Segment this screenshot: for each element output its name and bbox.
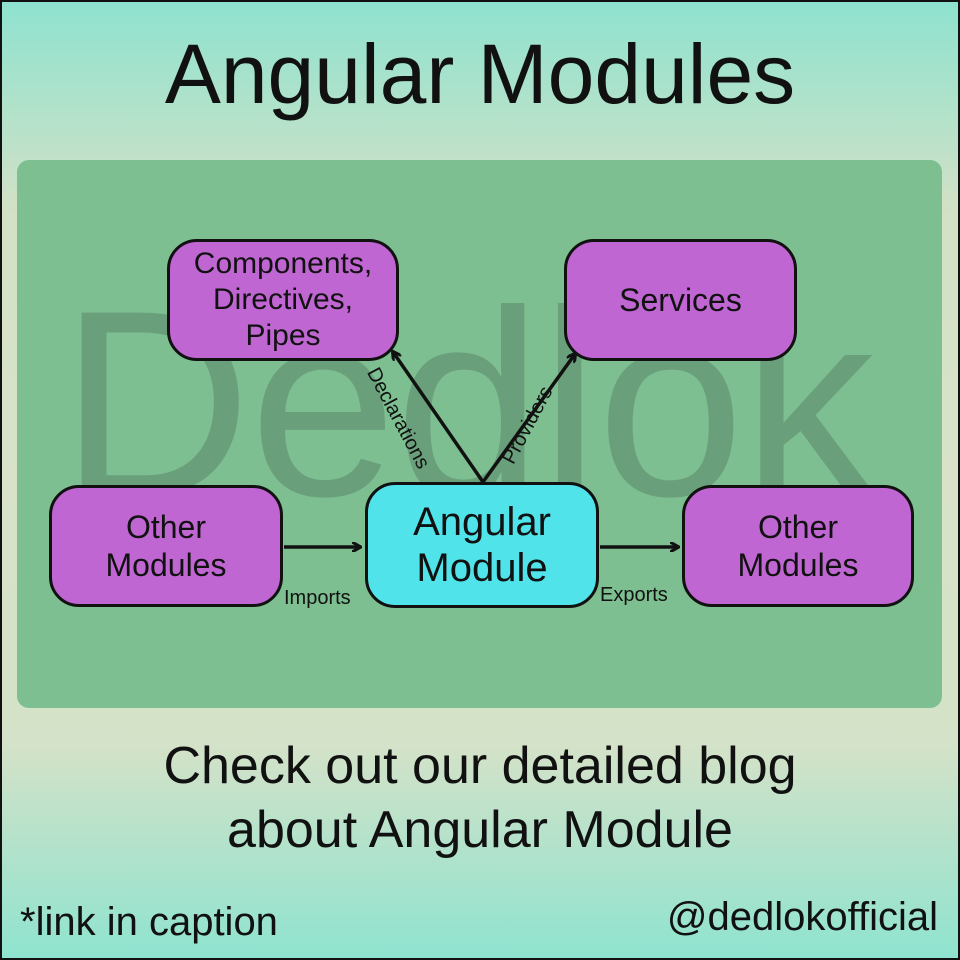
node-other-modules-left-label: Other Modules	[105, 508, 227, 583]
node-other-modules-right-label: Other Modules	[737, 508, 859, 583]
node-angular-module-label: Angular Module	[413, 500, 551, 590]
edge-label-exports: Exports	[600, 584, 668, 606]
node-other-modules-exports: Other Modules	[682, 485, 914, 607]
arrow-providers	[481, 354, 575, 484]
node-components: Components, Directives, Pipes	[167, 239, 399, 361]
node-components-label: Components, Directives, Pipes	[193, 247, 373, 352]
social-handle: @dedlokofficial	[666, 895, 938, 939]
cta-line-2: about Angular Module	[227, 801, 733, 859]
call-to-action: Check out our detailed blog about Angula…	[2, 734, 958, 862]
arrow-declarations	[393, 352, 485, 483]
node-services-label: Services	[619, 281, 742, 318]
node-other-modules-imports: Other Modules	[49, 485, 283, 607]
edge-label-imports: Imports	[284, 587, 351, 609]
node-services: Services	[564, 239, 797, 361]
link-note: *link in caption	[20, 900, 278, 944]
page-title: Angular Modules	[164, 27, 796, 121]
node-angular-module: Angular Module	[365, 482, 599, 608]
cta-line-1: Check out our detailed blog	[163, 737, 797, 795]
